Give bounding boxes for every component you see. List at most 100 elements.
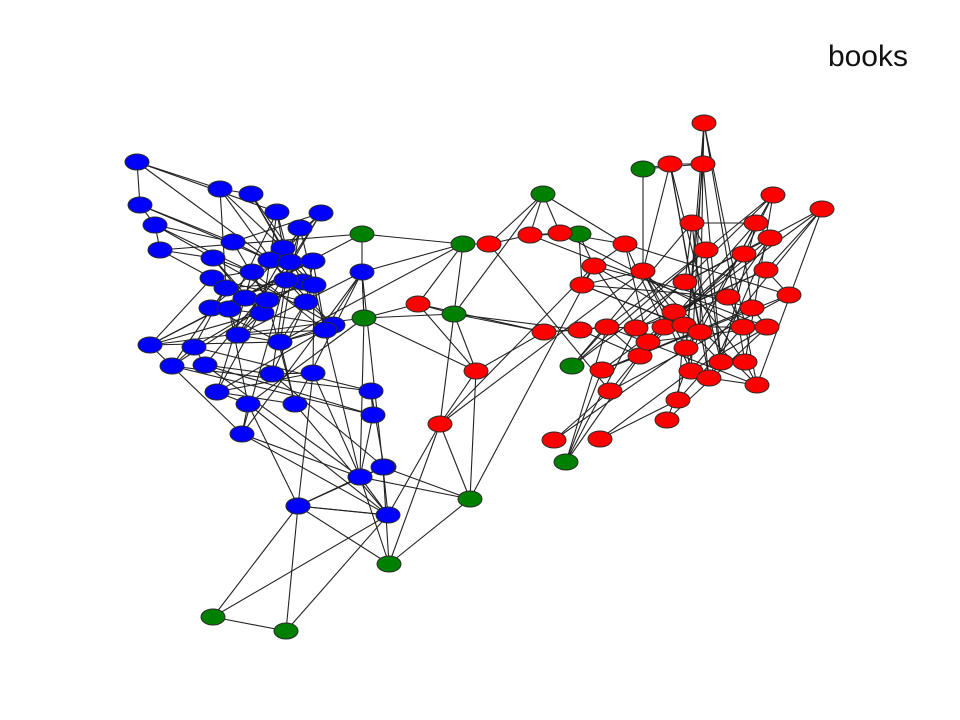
graph-edge xyxy=(149,277,213,346)
graph-edge xyxy=(193,287,227,348)
graph-node-blue xyxy=(137,336,163,354)
graph-edge xyxy=(279,243,464,343)
graph-node-blue xyxy=(282,395,308,413)
graph-edge xyxy=(417,303,545,333)
graph-node-blue xyxy=(200,249,226,267)
graph-edge xyxy=(439,265,595,425)
graph-edge xyxy=(363,317,477,372)
graph-edge xyxy=(565,369,603,463)
graph-node-blue xyxy=(277,253,303,271)
graph-node-green xyxy=(349,225,375,243)
graph-node-blue xyxy=(264,203,290,221)
graph-node-blue xyxy=(159,357,185,375)
graph-edge xyxy=(361,243,464,273)
graph-node-blue xyxy=(127,196,153,214)
graph-node-red xyxy=(597,382,623,400)
graph-edge xyxy=(743,253,753,309)
graph-node-blue xyxy=(308,204,334,222)
graph-edge xyxy=(247,403,389,516)
graph-edge xyxy=(382,466,471,500)
graph-edge xyxy=(299,227,361,478)
graph-edge xyxy=(684,222,693,283)
graph-edge xyxy=(297,372,314,507)
graph-node-red xyxy=(657,155,683,173)
graph-edge xyxy=(387,423,441,516)
graph-edge xyxy=(642,163,671,272)
graph-node-blue xyxy=(192,356,218,374)
graph-edge xyxy=(488,193,544,245)
graph-edge xyxy=(439,423,471,500)
graph-edge xyxy=(599,399,679,440)
graph-edge xyxy=(139,204,271,261)
graph-node-blue xyxy=(181,338,207,356)
graph-edge xyxy=(149,341,281,346)
graph-edge xyxy=(388,498,471,565)
graph-node-red xyxy=(760,186,786,204)
graph-node-blue xyxy=(232,289,258,307)
graph-edge xyxy=(363,313,455,319)
graph-edge xyxy=(241,433,361,478)
graph-edge xyxy=(219,188,284,249)
graph-node-red xyxy=(476,235,502,253)
graph-node-blue xyxy=(220,233,246,251)
graph-edge xyxy=(359,476,471,500)
graph-edge xyxy=(136,161,278,213)
graph-edge xyxy=(488,243,611,392)
graph-edge xyxy=(453,193,544,315)
graph-node-red xyxy=(427,415,453,433)
graph-node-red xyxy=(690,155,716,173)
graph-edge xyxy=(247,403,299,507)
graph-node-blue xyxy=(370,458,396,476)
graph-edge xyxy=(149,312,263,346)
nodes-layer xyxy=(124,114,835,640)
slide-title: books xyxy=(827,40,908,73)
graph-node-red xyxy=(594,318,620,336)
graph-node-green xyxy=(553,453,579,471)
graph-node-red xyxy=(517,226,543,244)
graph-edge xyxy=(361,233,464,245)
graph-edge xyxy=(204,364,374,416)
graph-node-blue xyxy=(204,383,230,401)
graph-node-red xyxy=(581,257,607,275)
graph-edge xyxy=(241,433,389,516)
graph-node-red xyxy=(687,323,713,341)
graph-node-blue xyxy=(287,219,313,237)
graph-node-green xyxy=(630,160,656,178)
graph-node-red xyxy=(732,353,758,371)
graph-node-blue xyxy=(273,271,299,289)
graph-node-blue xyxy=(301,276,327,294)
graph-edge xyxy=(553,390,611,441)
graph-node-red xyxy=(691,114,717,132)
graph-edge xyxy=(159,233,363,251)
graph-node-blue xyxy=(254,291,280,309)
graph-node-blue xyxy=(347,468,373,486)
graph-edge xyxy=(565,355,641,463)
graph-node-red xyxy=(405,295,431,313)
graph-edge xyxy=(232,212,322,243)
graph-edge xyxy=(565,326,608,463)
graph-node-blue xyxy=(207,180,233,198)
graph-node-blue xyxy=(225,326,251,344)
graph-edge xyxy=(297,505,389,516)
graph-node-red xyxy=(739,299,765,317)
graph-edge xyxy=(359,317,365,478)
graph-edge xyxy=(571,222,693,367)
graph-edge xyxy=(361,271,384,468)
graph-edge xyxy=(542,193,626,245)
graph-node-blue xyxy=(213,279,239,297)
graph-node-red xyxy=(665,391,691,409)
graph-edge xyxy=(193,281,304,348)
graph-node-blue xyxy=(259,365,285,383)
graph-node-red xyxy=(630,262,656,280)
graph-node-green xyxy=(559,357,585,375)
graph-edge xyxy=(702,163,722,363)
graph-node-blue xyxy=(300,364,326,382)
graph-edge xyxy=(439,313,455,425)
graph-node-blue xyxy=(267,333,293,351)
graph-node-blue xyxy=(216,300,242,318)
graph-node-blue xyxy=(229,425,255,443)
graph-edge xyxy=(154,224,253,273)
graph-edge xyxy=(212,616,287,632)
